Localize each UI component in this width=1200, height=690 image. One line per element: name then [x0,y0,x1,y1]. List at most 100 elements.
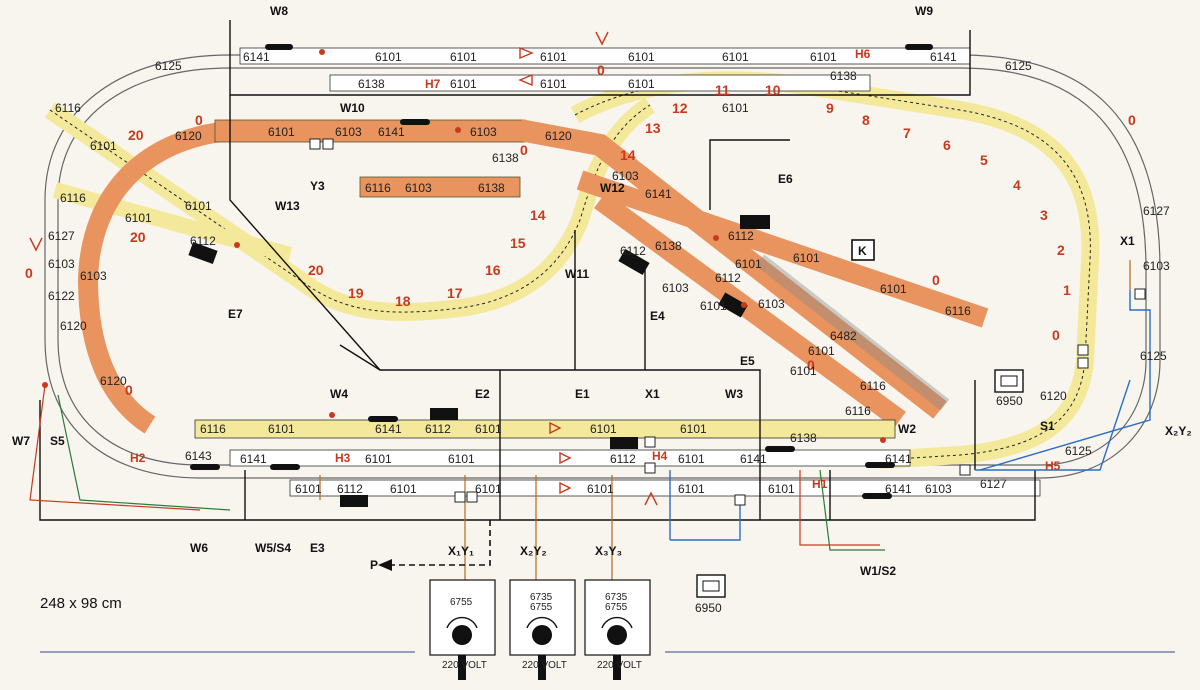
svg-text:6127: 6127 [980,477,1007,491]
orange-siding [359,176,521,198]
svg-text:6101: 6101 [295,482,322,496]
svg-text:6120: 6120 [175,129,202,143]
label-h3: H3 [335,451,351,465]
label-x2-y2: X₂Y₂ [1165,424,1192,438]
seq-14b: 14 [530,207,546,223]
transformer-1 [429,579,496,680]
seq-8: 8 [862,112,870,128]
svg-text:6116: 6116 [60,191,86,205]
label-w6: W6 [190,541,208,555]
svg-text:6101: 6101 [590,422,617,436]
label-x1-right: X1 [1120,234,1135,248]
svg-text:6122: 6122 [48,289,75,303]
svg-text:6138: 6138 [478,181,505,195]
label-w13: W13 [275,199,300,213]
label-h4: H4 [652,449,668,463]
seq-6: 6 [943,137,951,153]
seq-20c: 20 [130,229,146,245]
svg-text:6103: 6103 [662,281,689,295]
seq-13: 13 [645,120,661,136]
svg-text:6141: 6141 [645,187,672,201]
label-p: P [370,558,378,572]
svg-text:6125: 6125 [1005,59,1032,73]
transformer-2-voltage: 220 VOLT [522,660,567,671]
svg-text:6101: 6101 [793,251,820,265]
seq-0b: 0 [195,112,203,128]
label-w10: W10 [340,101,365,115]
direction-arrows [29,31,658,506]
transformer-3-line2: 6755 [605,602,628,613]
track-codes-top: 6141 6101 6101 6101 6101 6101 6101 6141 … [155,50,1032,115]
svg-text:6116: 6116 [945,304,971,318]
orange-loop-left [77,120,300,434]
svg-text:6101: 6101 [365,452,392,466]
seq-19: 19 [348,285,364,301]
svg-text:6101: 6101 [700,299,727,313]
svg-text:6120: 6120 [1040,389,1067,403]
svg-text:6101: 6101 [448,452,475,466]
svg-text:6103: 6103 [758,297,785,311]
track-codes-orange: 6101 6103 6141 6103 6120 6138 6138 6116 … [80,125,572,283]
svg-text:6141: 6141 [243,50,270,64]
transformer-1-line1: 6755 [450,597,473,608]
svg-text:6482: 6482 [830,329,857,343]
label-s1: S1 [1040,419,1055,433]
orange-diagonal [517,119,947,419]
svg-text:6141: 6141 [885,482,912,496]
svg-text:6116: 6116 [845,404,871,418]
svg-text:6101: 6101 [587,482,614,496]
svg-text:6101: 6101 [678,452,705,466]
svg-text:6138: 6138 [830,69,857,83]
transformer-3-voltage: 220 VOLT [597,660,642,671]
track-codes-left: 6116 6101 6101 6116 6101 6112 6127 6103 … [48,101,216,388]
dimensions-label: 248 x 98 cm [40,595,122,612]
svg-text:6101: 6101 [680,422,707,436]
svg-text:6103: 6103 [335,125,362,139]
svg-text:6125: 6125 [155,59,182,73]
box-6950-b [696,574,726,598]
svg-text:6141: 6141 [740,452,767,466]
svg-text:6101: 6101 [268,125,295,139]
box-6950-a [994,369,1024,393]
svg-text:6120: 6120 [60,319,87,333]
svg-text:6101: 6101 [450,50,477,64]
svg-text:6141: 6141 [378,125,405,139]
label-e5: E5 [740,354,755,368]
red-markers [42,49,886,443]
box-6950-b-label: 6950 [695,601,722,615]
svg-text:6101: 6101 [475,422,502,436]
label-w1-s2: W1/S2 [860,564,896,578]
seq-14: 14 [620,147,636,163]
label-s5: S5 [50,434,65,448]
track-codes-right: 6125 6125 6127 6103 6120 [1040,204,1170,458]
svg-text:6138: 6138 [790,431,817,445]
blue-wiring [669,290,1151,541]
svg-text:6101: 6101 [540,50,567,64]
label-w5-s4: W5/S4 [255,541,291,555]
seq-0d: 0 [932,272,940,288]
yellow-ribbon-side [52,182,293,263]
transformer-3 [584,579,651,680]
seq-0c: 0 [520,142,528,158]
k-label: K [858,244,867,258]
label-h2: H2 [130,451,146,465]
gray-siding [755,254,950,411]
seq-3: 3 [1040,207,1048,223]
label-e3: E3 [310,541,325,555]
label-w3: W3 [725,387,743,401]
svg-text:6101: 6101 [628,77,655,91]
label-w8: W8 [270,4,288,18]
track-codes-bottom: 6116 6101 6141 6112 6101 6101 6101 6138 … [185,422,1007,496]
transformer-2 [509,579,576,680]
seq-2: 2 [1057,242,1065,258]
seq-17: 17 [447,285,463,301]
top-straight-2 [329,74,871,92]
red-wiring [29,384,880,546]
svg-text:6112: 6112 [425,422,451,436]
orange-diagonal-2 [594,191,906,429]
label-h1: H1 [812,477,828,491]
svg-text:6101: 6101 [125,211,152,225]
svg-text:6101: 6101 [475,482,502,496]
label-w4: W4 [330,387,348,401]
svg-text:6103: 6103 [612,169,639,183]
